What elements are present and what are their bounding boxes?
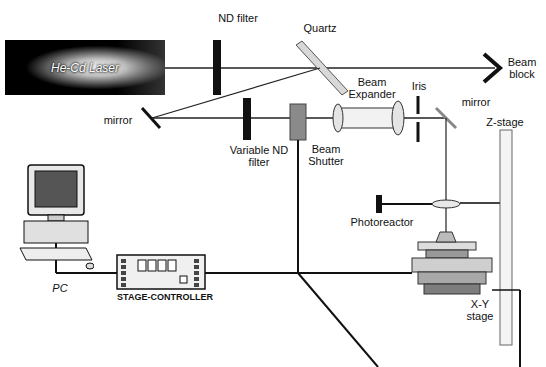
lens-holder (460, 202, 500, 204)
part-label: Beam Expander (340, 76, 404, 100)
controller-node: STAGE-CONTROLLER (96, 250, 234, 306)
controller-display (168, 260, 176, 271)
controller-button (121, 259, 126, 263)
monitor (28, 165, 84, 215)
part-label: Photoreactor (346, 216, 418, 228)
reactor-base (426, 250, 468, 258)
mouse (86, 263, 94, 269)
controller-display (138, 260, 146, 271)
part-label: Beam block (500, 56, 544, 80)
controller-button (194, 265, 199, 269)
controller-button (121, 283, 126, 287)
beam-shutter (290, 104, 306, 140)
control-wire (519, 290, 521, 367)
controller-button (194, 277, 199, 281)
xy-stage (412, 258, 492, 272)
part-label: Quartz (290, 22, 350, 34)
control-wire (492, 289, 520, 291)
beam-expander (338, 108, 398, 128)
keyboard (20, 248, 92, 260)
laser-beam (445, 118, 446, 232)
nd-filter (213, 40, 221, 95)
focus-lens (432, 200, 460, 208)
controller-button (121, 277, 126, 281)
part-label: Z-stage (480, 116, 530, 128)
xy-stage (424, 284, 480, 294)
controller-box (116, 254, 206, 292)
controller-display (158, 260, 166, 271)
photoreactor-holder (376, 195, 382, 213)
pc-node: PC (18, 160, 102, 300)
reactor-plate (418, 242, 476, 250)
laser-node: He-Cd Laser (5, 40, 165, 95)
beam-block (484, 54, 500, 82)
photoreactor-holder (382, 203, 436, 205)
controller-button (194, 271, 199, 275)
quartz-plate (296, 41, 348, 95)
lens (392, 101, 404, 135)
part-label: Variable ND filter (226, 144, 292, 168)
control-wire (297, 140, 299, 273)
laser-name: He-Cd Laser (51, 61, 119, 75)
screen (35, 171, 77, 207)
controller-display (148, 260, 156, 271)
controller-button (194, 283, 199, 287)
variable-nd-filter (243, 98, 251, 140)
iris (417, 96, 420, 114)
laser-beam (165, 67, 320, 69)
part-label: Iris (406, 80, 432, 92)
xy-stage (418, 272, 486, 284)
controller-button (194, 259, 199, 263)
part-label: X-Y stage (460, 298, 500, 322)
controller-button (121, 265, 126, 269)
part-label: ND filter (218, 12, 258, 24)
reactor-vessel (436, 232, 456, 242)
controller-switch (180, 276, 187, 283)
controller-button (121, 271, 126, 275)
z-stage-plate (500, 130, 512, 345)
monitor-stand (48, 215, 64, 221)
node-label: PC (18, 282, 102, 294)
part-label: mirror (98, 114, 138, 126)
computer-case (24, 221, 88, 243)
lens (333, 104, 343, 132)
part-label: Beam Shutter (303, 143, 349, 167)
control-wire (298, 273, 378, 367)
controller-body (117, 255, 205, 289)
iris (417, 122, 420, 142)
node-label: STAGE-CONTROLLER (96, 292, 234, 302)
computer-icon (18, 160, 94, 278)
part-label: mirror (456, 96, 496, 108)
laser-beam (320, 67, 495, 69)
